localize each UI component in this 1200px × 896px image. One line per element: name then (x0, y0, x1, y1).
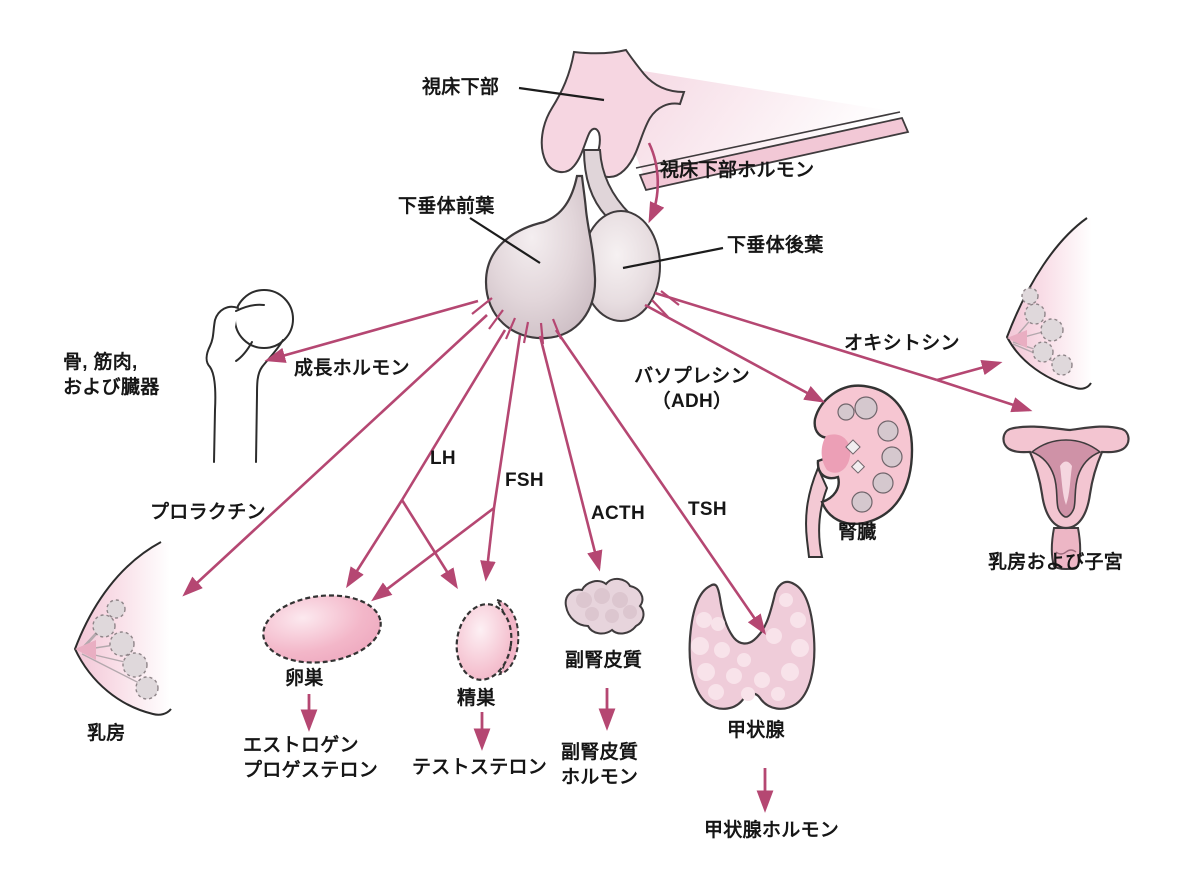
label-testosterone: テストステロン (412, 757, 548, 778)
secretion-arrows (300, 688, 774, 813)
label-thyroid-hormone: 甲状腺ホルモン (704, 820, 840, 841)
adrenal-cortex-illustration (564, 578, 645, 635)
anterior-pituitary-leader (469, 217, 541, 264)
label-kidney: 腎臓 (838, 522, 877, 543)
vasopressin-arrow (644, 303, 826, 403)
pituitary-anterior-lobe (484, 174, 597, 340)
lh-trunk (400, 329, 507, 501)
uterus-illustration (1002, 425, 1130, 570)
label-bone-muscle-organs: 骨, 筋肉, および臓器 (63, 352, 160, 399)
label-ovary: 卵巣 (285, 668, 324, 689)
testis-illustration (455, 598, 520, 681)
hypothalamus-leader (518, 86, 605, 102)
ovary-illustration (262, 594, 382, 664)
label-posterior-pituitary: 下垂体後葉 (727, 235, 824, 256)
label-acth: ACTH (591, 503, 645, 524)
oxytocin-arrow-uterus (936, 378, 1033, 413)
lh-arrow-testis (400, 499, 458, 590)
leader-lines (469, 86, 724, 270)
prolactin-arrow (182, 314, 488, 597)
label-adrenal-cortex-hormones: 副腎皮質 ホルモン (561, 742, 639, 789)
label-vasopressin: バソプレシン （ADH） (634, 366, 750, 413)
fsh-arrow-testis (480, 507, 496, 582)
label-prolactin: プロラクチン (150, 502, 266, 523)
label-adrenal-cortex: 副腎皮質 (565, 650, 643, 671)
bone-illustration (205, 289, 294, 463)
label-fsh: FSH (505, 470, 544, 491)
label-anterior-pituitary: 下垂体前葉 (398, 196, 495, 217)
label-growth-hormone: 成長ホルモン (294, 358, 410, 379)
label-breast: 乳房 (87, 723, 126, 744)
fsh-arrow-ovary (371, 506, 495, 602)
growth-hormone-arrow (264, 299, 479, 363)
label-thyroid: 甲状腺 (727, 720, 785, 741)
label-hypothalamic-hormone: 視床下部ホルモン (660, 160, 815, 181)
thyroid-illustration (688, 580, 816, 710)
label-estrogen-progesterone: エストロゲン プロゲステロン (243, 735, 379, 782)
hypothalamic-hormone-curved-arrow (647, 142, 665, 224)
label-hypothalamus: 視床下部 (422, 77, 500, 98)
acth-arrow (538, 335, 603, 572)
fsh-trunk (492, 334, 522, 509)
hormone-arrows (182, 142, 1033, 635)
hypothalamus-shape (540, 48, 910, 192)
oxytocin-arrow-breast (936, 360, 1003, 382)
label-testis: 精巣 (457, 688, 496, 709)
oxytocin-trunk (654, 291, 938, 382)
lh-arrow-ovary (346, 499, 404, 589)
kidney-illustration (805, 384, 914, 558)
tsh-arrow (554, 329, 767, 635)
label-breast-and-uterus: 乳房および子宮 (988, 552, 1124, 573)
posterior-pituitary-leader (622, 246, 724, 270)
breast-right-illustration (1005, 217, 1092, 390)
label-oxytocin: オキシトシン (844, 333, 960, 354)
label-tsh: TSH (688, 499, 727, 520)
label-lh: LH (430, 448, 456, 469)
breast-left-illustration (73, 541, 172, 716)
